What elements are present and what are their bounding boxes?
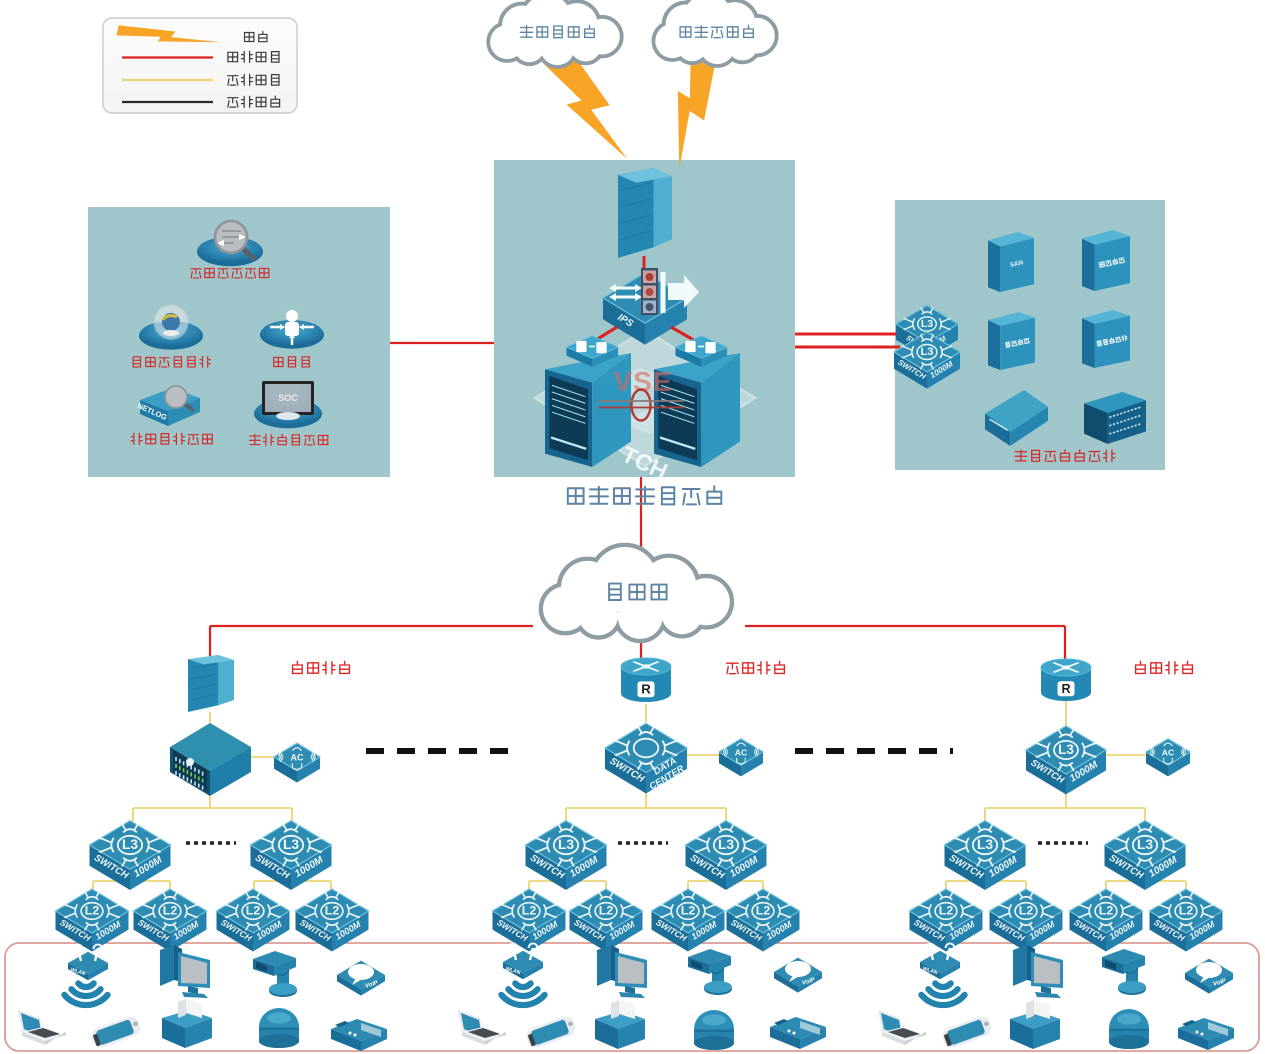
svg-text:WLAN: WLAN bbox=[70, 967, 86, 977]
svg-text:L2: L2 bbox=[85, 904, 100, 918]
svg-text:AC: AC bbox=[735, 747, 747, 757]
svg-text:L3: L3 bbox=[921, 318, 933, 330]
svg-text:L3: L3 bbox=[920, 346, 933, 358]
svg-text:L2: L2 bbox=[681, 904, 696, 918]
svg-text:L3: L3 bbox=[558, 837, 574, 852]
svg-text:L2: L2 bbox=[522, 904, 537, 918]
svg-text:SAN: SAN bbox=[1009, 259, 1024, 269]
svg-text:L2: L2 bbox=[1019, 904, 1034, 918]
svg-text:L3: L3 bbox=[718, 837, 734, 852]
svg-text:VoIP: VoIP bbox=[802, 977, 817, 987]
svg-text:L2: L2 bbox=[599, 904, 614, 918]
svg-text:AC: AC bbox=[1162, 747, 1174, 757]
svg-text:L2: L2 bbox=[325, 904, 340, 918]
svg-text:L2: L2 bbox=[1179, 904, 1194, 918]
svg-text:L3: L3 bbox=[1137, 837, 1153, 852]
svg-text:SOC: SOC bbox=[278, 393, 298, 403]
svg-text:WLAN: WLAN bbox=[922, 966, 938, 976]
svg-text:VoIP: VoIP bbox=[1213, 978, 1228, 988]
svg-text:L2: L2 bbox=[163, 904, 178, 918]
svg-text:L3: L3 bbox=[1058, 742, 1074, 757]
svg-text:L2: L2 bbox=[939, 904, 954, 918]
svg-text:WLAN: WLAN bbox=[505, 966, 521, 976]
svg-text:VoIP: VoIP bbox=[365, 980, 380, 990]
svg-text:L2: L2 bbox=[1099, 904, 1114, 918]
svg-text:L3: L3 bbox=[977, 837, 993, 852]
svg-text:L3: L3 bbox=[122, 837, 138, 852]
svg-text:L2: L2 bbox=[246, 904, 261, 918]
svg-text:L3: L3 bbox=[283, 837, 299, 852]
svg-text:R: R bbox=[1061, 682, 1070, 696]
svg-text:L2: L2 bbox=[756, 904, 771, 918]
svg-text:VSE: VSE bbox=[613, 366, 672, 397]
svg-text:AC: AC bbox=[291, 753, 304, 763]
svg-text:R: R bbox=[641, 682, 651, 697]
